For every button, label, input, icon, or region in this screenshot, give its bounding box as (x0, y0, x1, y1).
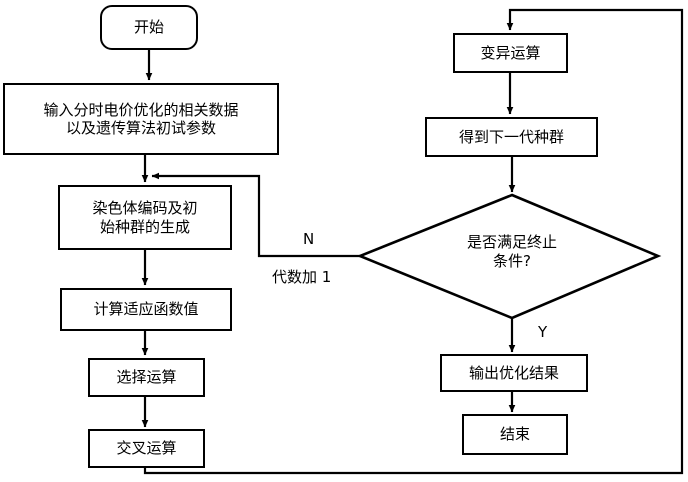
node-chromosome-encoding[interactable]: 染色体编码及初 始种群的生成 (58, 185, 232, 250)
node-end[interactable]: 结束 (462, 414, 568, 455)
node-next-generation[interactable]: 得到下一代种群 (425, 117, 598, 157)
node-selection-operation[interactable]: 选择运算 (88, 358, 205, 397)
node-input-parameters[interactable]: 输入分时电价优化的相关数据 以及遗传算法初试参数 (3, 83, 279, 155)
connector-crossover-to-mutation (143, 8, 684, 475)
node-selection-operation-label: 选择运算 (116, 368, 177, 387)
node-fitness-calculation[interactable]: 计算适应函数值 (60, 288, 232, 331)
node-start[interactable]: 开始 (100, 5, 198, 50)
edge-label-no-branch: N (303, 230, 315, 248)
node-fitness-calculation-label: 计算适应函数值 (93, 300, 199, 319)
node-next-generation-label: 得到下一代种群 (458, 127, 564, 146)
edge-label-generation-increment: 代数加 1 (272, 268, 332, 286)
node-mutation-operation-label: 变异运算 (480, 43, 541, 62)
node-input-parameters-label: 输入分时电价优化的相关数据 以及遗传算法初试参数 (43, 100, 239, 137)
node-start-label: 开始 (133, 18, 164, 37)
node-output-result[interactable]: 输出优化结果 (440, 354, 588, 392)
node-mutation-operation[interactable]: 变异运算 (453, 33, 568, 73)
node-crossover-operation-label: 交叉运算 (116, 439, 177, 458)
edge-label-yes-branch: Y (538, 323, 548, 341)
node-termination-decision[interactable]: 是否满足终止 条件? (432, 222, 592, 282)
node-end-label: 结束 (499, 425, 530, 444)
connector-decision-no-to-encode (151, 172, 360, 258)
decision-diamond-shape (356, 193, 662, 320)
node-termination-decision-label: 是否满足终止 条件? (466, 233, 557, 270)
node-chromosome-encoding-label: 染色体编码及初 始种群的生成 (92, 199, 198, 236)
node-crossover-operation[interactable]: 交叉运算 (88, 429, 205, 468)
node-output-result-label: 输出优化结果 (468, 363, 559, 382)
